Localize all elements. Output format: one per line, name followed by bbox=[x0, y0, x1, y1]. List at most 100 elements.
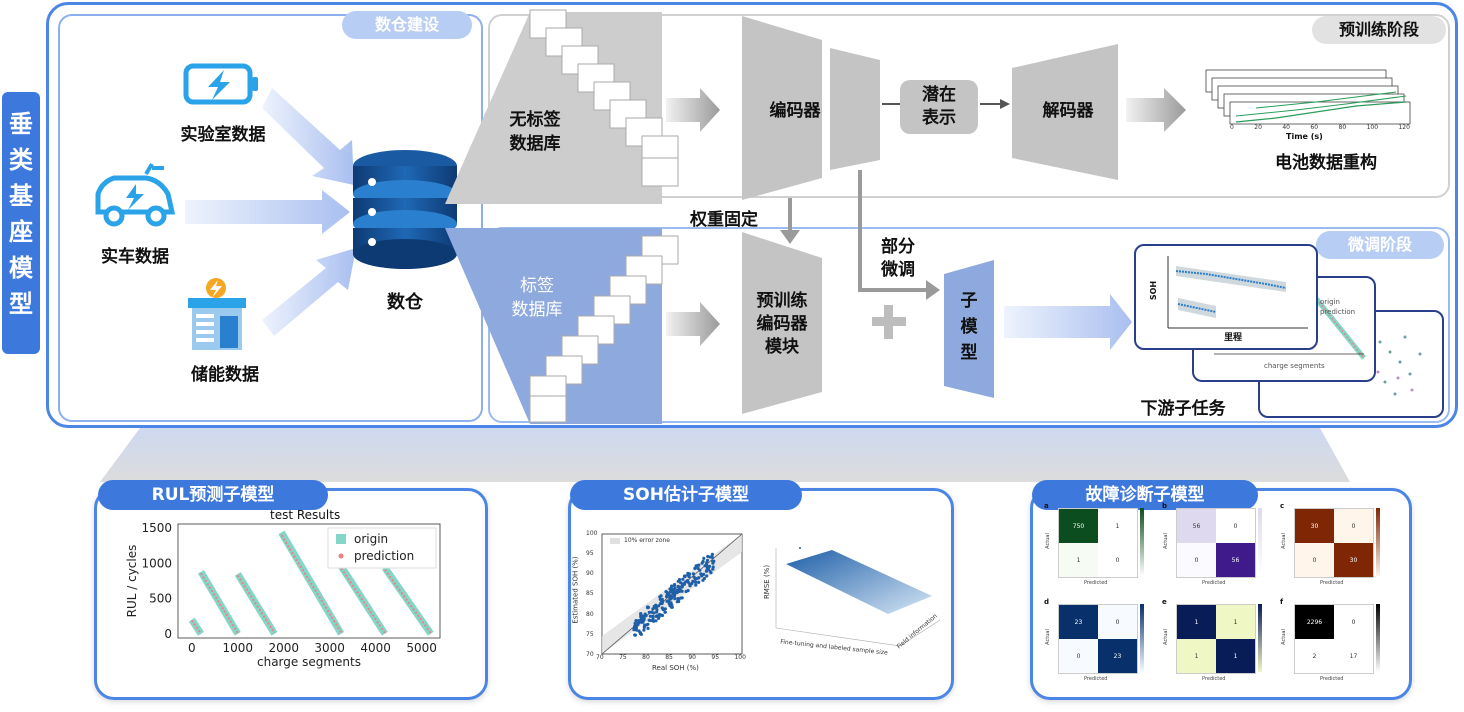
labeled-to-module-arrow bbox=[666, 302, 720, 346]
downstream-card-1: SOH 里程 bbox=[1134, 244, 1318, 350]
soh-ytick: 75 bbox=[586, 630, 594, 638]
mini-tick-1: 20 bbox=[1254, 124, 1262, 131]
rul-submodel-title: RUL预测子模型 bbox=[98, 480, 328, 510]
soh-scatter-point bbox=[696, 566, 700, 570]
soh-scatter-point bbox=[646, 605, 650, 609]
fault-submodel-title: 故障诊断子模型 bbox=[1032, 480, 1258, 510]
confusion-cell: 56 bbox=[1177, 509, 1216, 543]
lab-to-warehouse-arrow bbox=[262, 88, 354, 185]
soh-scatter-point bbox=[676, 584, 680, 589]
soh-scatter-point bbox=[633, 633, 637, 637]
axis-predicted: Predicted bbox=[1084, 580, 1108, 586]
encoder-label: 编码器 bbox=[769, 101, 821, 121]
mini-xlabel: Time (s) bbox=[1286, 132, 1323, 141]
downstream-label: 下游子任务 bbox=[1140, 399, 1226, 419]
car-charging-icon bbox=[90, 160, 182, 232]
soh-scatter-point bbox=[705, 561, 709, 565]
panel-letter: b bbox=[1162, 502, 1168, 510]
encoder-shape-2 bbox=[830, 48, 880, 170]
rul-xlabel: charge segments bbox=[257, 655, 361, 669]
soh-scatter-point bbox=[710, 552, 714, 556]
panel-letter: d bbox=[1044, 598, 1050, 606]
soh-scatter-point bbox=[675, 591, 679, 595]
soh-scatter-point bbox=[697, 580, 701, 584]
soh-scatter-point bbox=[707, 564, 712, 568]
rul-prediction-segment bbox=[236, 574, 276, 634]
unlabeled-db-label: 无标签 数据库 bbox=[509, 110, 561, 154]
decoder-label: 解码器 bbox=[1042, 101, 1094, 121]
rul-ytick: 500 bbox=[149, 592, 172, 606]
lab-data-label: 实验室数据 bbox=[180, 125, 266, 145]
soh-scatter-point bbox=[637, 629, 641, 633]
encoder-shape bbox=[742, 16, 822, 200]
rul-legend-origin-swatch bbox=[336, 534, 346, 544]
soh-xtick: 90 bbox=[688, 654, 696, 661]
soh-scatter-point bbox=[651, 614, 655, 618]
mini-tick-4: 80 bbox=[1338, 124, 1347, 131]
rul-xtick: 4000 bbox=[360, 641, 391, 655]
confusion-cell: 1 bbox=[1216, 639, 1255, 673]
soh-scatter-point bbox=[691, 579, 695, 583]
rul-ytick: 1000 bbox=[141, 556, 172, 570]
axis-actual: Actual bbox=[1044, 629, 1051, 645]
soh-ytick: 70 bbox=[586, 650, 594, 658]
card-soh-label: SOH bbox=[1149, 280, 1159, 301]
soh-scatter-point bbox=[652, 611, 656, 615]
soh-scatter-point bbox=[637, 619, 641, 623]
vertical-foundation-model-label: 垂类基座模型 bbox=[2, 92, 40, 354]
axis-predicted: Predicted bbox=[1320, 580, 1344, 586]
soh-scatter-point bbox=[694, 583, 698, 587]
soh-ytick: 90 bbox=[586, 570, 594, 578]
rul-legend-box bbox=[327, 527, 437, 569]
soh-scatter-point bbox=[652, 604, 656, 609]
colorbar bbox=[1376, 604, 1380, 672]
soh-scatter-point bbox=[708, 569, 712, 573]
labeled-db-triangle bbox=[445, 228, 662, 424]
soh-xtick: 70 bbox=[596, 654, 604, 661]
card-mileage-label: 里程 bbox=[1224, 333, 1243, 343]
soh-scatter-point bbox=[670, 584, 674, 588]
warehouse-label: 数仓 bbox=[387, 292, 423, 313]
rul-origin-segment bbox=[197, 570, 241, 636]
panel-letter: c bbox=[1280, 502, 1285, 510]
soh-scatter-point bbox=[666, 592, 670, 596]
rul-xtick: 1000 bbox=[222, 641, 253, 655]
soh-xtick: 85 bbox=[665, 654, 673, 661]
rul-legend-prediction: prediction bbox=[354, 549, 414, 563]
reconstruction-mini-chart: 0 20 40 60 80 100 120 Time (s) bbox=[1196, 66, 1426, 146]
soh-scatter-point bbox=[706, 567, 710, 571]
lab-battery-icon bbox=[182, 60, 262, 110]
confusion-cell: 2296 bbox=[1295, 605, 1334, 639]
confusion-cell: 1 bbox=[1216, 605, 1255, 639]
soh-scatter-point bbox=[643, 623, 647, 627]
soh-scatter-point bbox=[694, 580, 698, 584]
soh-scatter-point bbox=[687, 572, 692, 576]
soh-ytick: 100 bbox=[586, 530, 598, 537]
soh-scatter-point bbox=[676, 579, 680, 583]
panel-letter: e bbox=[1162, 598, 1167, 606]
unlabeled-db-triangle bbox=[445, 12, 662, 204]
soh-scatter-point bbox=[682, 582, 686, 586]
soh-scatter-point bbox=[679, 596, 683, 600]
rul-prediction-segment bbox=[384, 569, 432, 634]
colorbar bbox=[1258, 604, 1262, 672]
soh-ytick: 85 bbox=[586, 590, 594, 598]
soh-scatter-point bbox=[663, 610, 667, 614]
car-to-warehouse-arrow bbox=[185, 190, 350, 234]
confusion-cell: 0 bbox=[1334, 509, 1373, 543]
rul-xtick: 2000 bbox=[268, 641, 299, 655]
panel-letter: f bbox=[1280, 598, 1284, 606]
storage-data-label: 储能数据 bbox=[191, 365, 259, 385]
soh-scatter-point bbox=[682, 574, 687, 578]
soh-scatter-point bbox=[646, 626, 650, 630]
soh-scatter-point bbox=[634, 626, 638, 630]
soh-scatter-point bbox=[665, 599, 669, 603]
datacenter-title: 数仓建设 bbox=[342, 11, 472, 39]
soh-scatter-point bbox=[642, 628, 646, 632]
axis-predicted: Predicted bbox=[1202, 580, 1226, 586]
soh-scatter-point bbox=[696, 576, 700, 580]
confusion-cell: 23 bbox=[1059, 605, 1098, 639]
soh-scatter-point bbox=[660, 613, 664, 618]
